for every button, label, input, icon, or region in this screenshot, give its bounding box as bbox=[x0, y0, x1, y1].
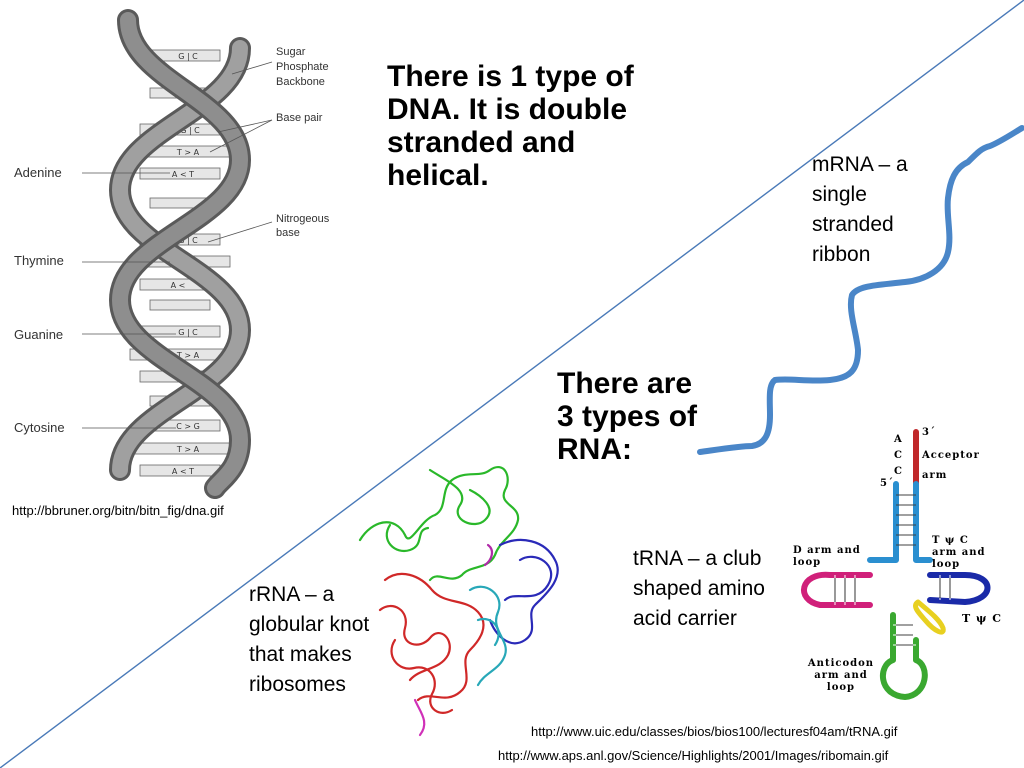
trna-c1: C bbox=[894, 450, 903, 461]
trna-3prime: 3´ bbox=[922, 427, 936, 438]
svg-text:A <: A < bbox=[171, 281, 186, 290]
label-cytosine: Cytosine bbox=[14, 420, 65, 435]
dna-strand-front-inner bbox=[111, 12, 249, 496]
rna-heading: There are 3 types of RNA: bbox=[557, 367, 698, 466]
rrna-source-url[interactable]: http://www.aps.anl.gov/Science/Highlight… bbox=[498, 748, 889, 763]
svg-text:G | C: G | C bbox=[178, 236, 198, 245]
dna-label-leaders bbox=[82, 61, 273, 429]
label-tpsic-arm: T ψ C arm and loop bbox=[932, 535, 986, 570]
label-base-pair: Base pair bbox=[276, 112, 323, 124]
svg-text:G | C: G | C bbox=[178, 328, 198, 337]
label-acceptor-arm: Acceptor arm bbox=[922, 450, 980, 481]
dna-strand-back-inner bbox=[111, 40, 249, 478]
svg-text:T > A: T > A bbox=[176, 445, 200, 454]
svg-text:T > A: T > A bbox=[176, 148, 200, 157]
svg-text:G | C: G | C bbox=[178, 52, 198, 61]
label-nitrogeous-base: Nitrogeous base bbox=[276, 213, 330, 239]
trna-description: tRNA – a club shaped amino acid carrier bbox=[633, 547, 765, 630]
label-d-arm: D arm and loop bbox=[793, 545, 861, 568]
label-sugar-phosphate: Sugar Phosphate Backbone bbox=[276, 46, 329, 88]
trna-source-url[interactable]: http://www.uic.edu/classes/bios/bios100/… bbox=[531, 724, 898, 739]
trna-5prime: 5´ bbox=[880, 478, 894, 489]
rrna-description: rRNA – a globular knot that makes riboso… bbox=[249, 583, 370, 696]
svg-text:C > G: C > G bbox=[176, 422, 200, 431]
svg-text:G | C: G | C bbox=[180, 126, 200, 135]
dna-heading: There is 1 type of DNA. It is double str… bbox=[387, 60, 634, 192]
label-thymine: Thymine bbox=[14, 253, 64, 268]
mrna-description: mRNA – a single stranded ribbon bbox=[812, 153, 908, 266]
svg-text:T > A: T > A bbox=[176, 351, 200, 360]
label-anticodon-arm: Anticodon arm and loop bbox=[807, 658, 875, 693]
svg-text:A < T: A < T bbox=[172, 467, 194, 476]
label-tpsic: T ψ C bbox=[962, 612, 1002, 625]
trna-a: A bbox=[894, 434, 903, 445]
dna-source-url[interactable]: http://bbruner.org/bitn/bitn_fig/dna.gif bbox=[12, 503, 224, 518]
label-adenine: Adenine bbox=[14, 165, 62, 180]
label-guanine: Guanine bbox=[14, 327, 64, 342]
svg-text:A < T: A < T bbox=[172, 170, 194, 179]
trna-c2: C bbox=[894, 466, 903, 477]
